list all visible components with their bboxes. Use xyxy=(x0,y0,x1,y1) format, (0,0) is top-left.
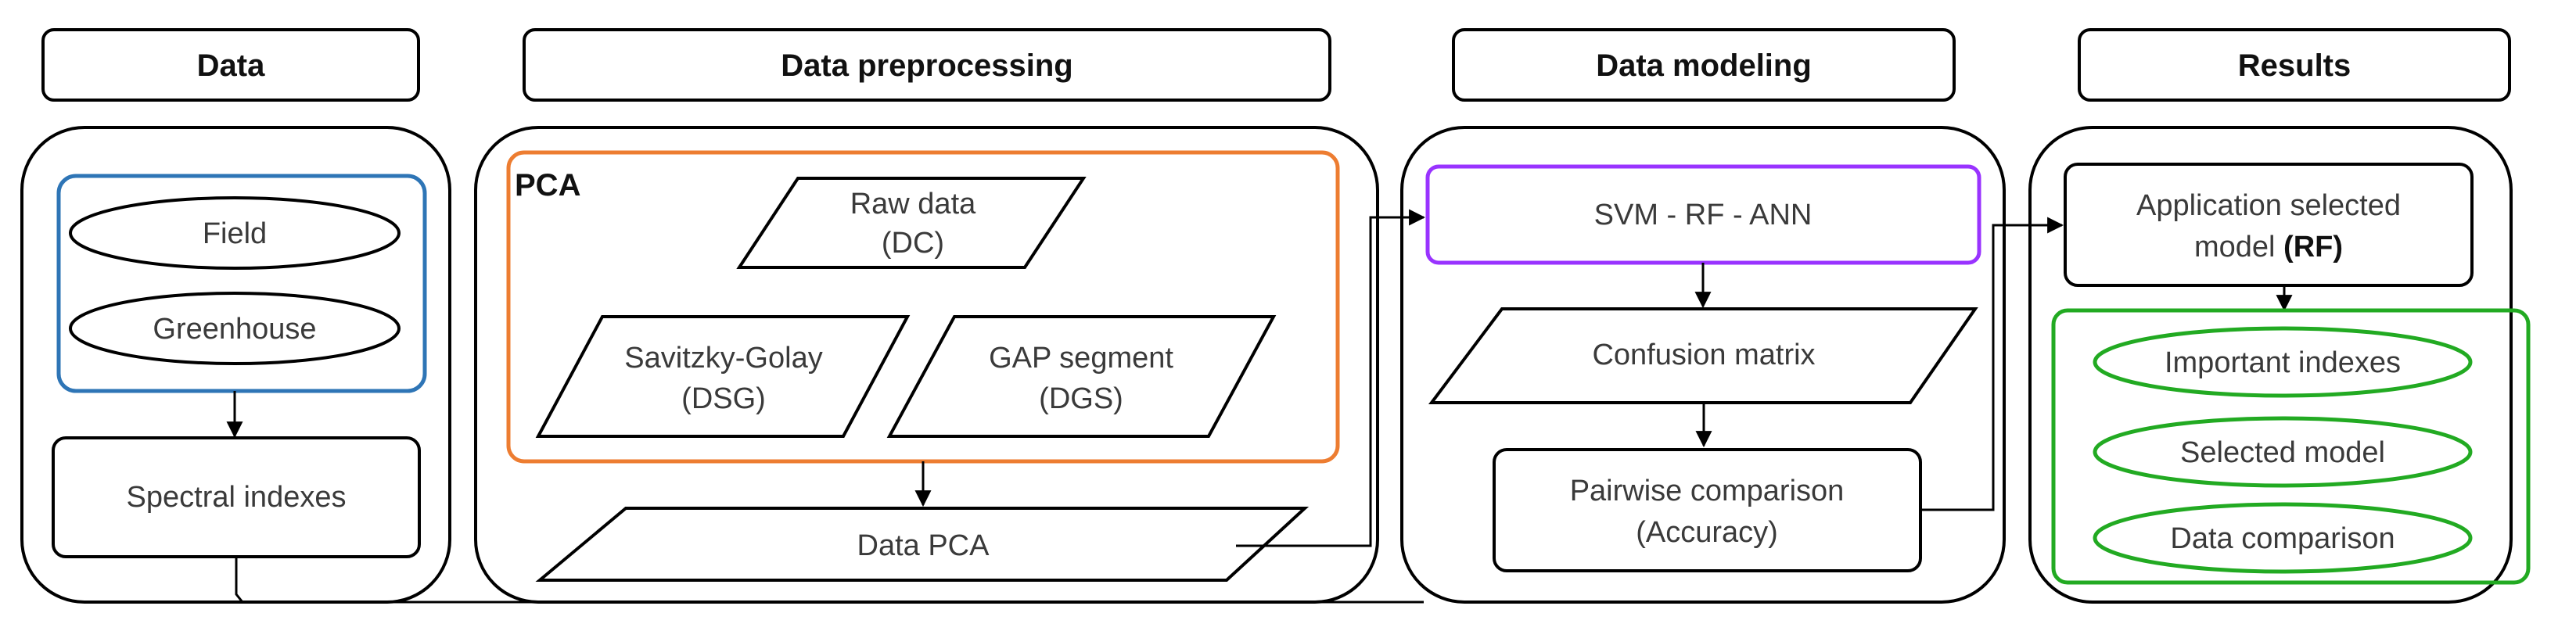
confusion-matrix-label: Confusion matrix xyxy=(1592,339,1815,371)
raw-data-shape xyxy=(736,177,1087,269)
connector-pairwise-to-application xyxy=(1920,217,2064,511)
pca-group-label: PCA xyxy=(515,168,580,203)
raw-data-label: Raw data xyxy=(850,188,976,220)
header-modeling: Data modeling xyxy=(1596,48,1812,83)
header-results: Results xyxy=(2238,48,2351,83)
confusion-matrix-shape xyxy=(1428,307,1978,404)
gap-segment-shape xyxy=(886,315,1277,438)
important-indexes-ellipse xyxy=(2093,326,2473,398)
application-model-rf: (RF) xyxy=(2283,231,2343,264)
data-pca-label: Data PCA xyxy=(857,529,990,562)
header-preprocessing-box xyxy=(523,28,1331,102)
field-ellipse xyxy=(69,196,401,270)
application-model-label: Application selected xyxy=(2136,189,2401,222)
pairwise-comparison-metric: (Accuracy) xyxy=(1636,516,1778,549)
savitzky-golay-shape xyxy=(535,315,911,438)
data-comparison-label: Data comparison xyxy=(2170,522,2395,555)
application-model-word: model xyxy=(2194,231,2276,264)
spectral-indexes-label: Spectral indexes xyxy=(127,481,347,514)
raw-data-code: (DC) xyxy=(882,227,944,260)
pairwise-comparison-box xyxy=(1493,448,1922,572)
greenhouse-label: Greenhouse xyxy=(153,313,316,346)
data-source-group xyxy=(56,174,427,393)
pairwise-comparison-label: Pairwise comparison xyxy=(1570,475,1845,507)
savitzky-golay-label: Savitzky-Golay xyxy=(624,342,822,375)
connector-data-pca-to-models xyxy=(1236,209,1426,547)
gap-segment-code: (DGS) xyxy=(1039,382,1123,415)
application-model-line2: model (RF) xyxy=(2194,231,2343,264)
header-results-box xyxy=(2078,28,2511,102)
data-pca-shape xyxy=(535,507,1310,582)
header-preprocessing: Data preprocessing xyxy=(781,48,1072,83)
connector-spectral-to-data-pca xyxy=(235,557,1424,604)
selected-model-label: Selected model xyxy=(2180,436,2385,469)
savitzky-golay-code: (DSG) xyxy=(681,382,766,415)
important-indexes-label: Important indexes xyxy=(2165,346,2401,379)
application-model-box xyxy=(2064,163,2474,287)
header-modeling-box xyxy=(1452,28,1956,102)
field-label: Field xyxy=(203,217,267,250)
models-label: SVM - RF - ANN xyxy=(1594,199,1813,231)
data-comparison-ellipse xyxy=(2093,502,2473,574)
results-group xyxy=(2051,308,2531,585)
header-data: Data xyxy=(197,48,265,83)
selected-model-ellipse xyxy=(2093,416,2473,488)
header-data-box xyxy=(41,28,420,102)
greenhouse-ellipse xyxy=(69,292,401,365)
gap-segment-label: GAP segment xyxy=(989,342,1173,375)
